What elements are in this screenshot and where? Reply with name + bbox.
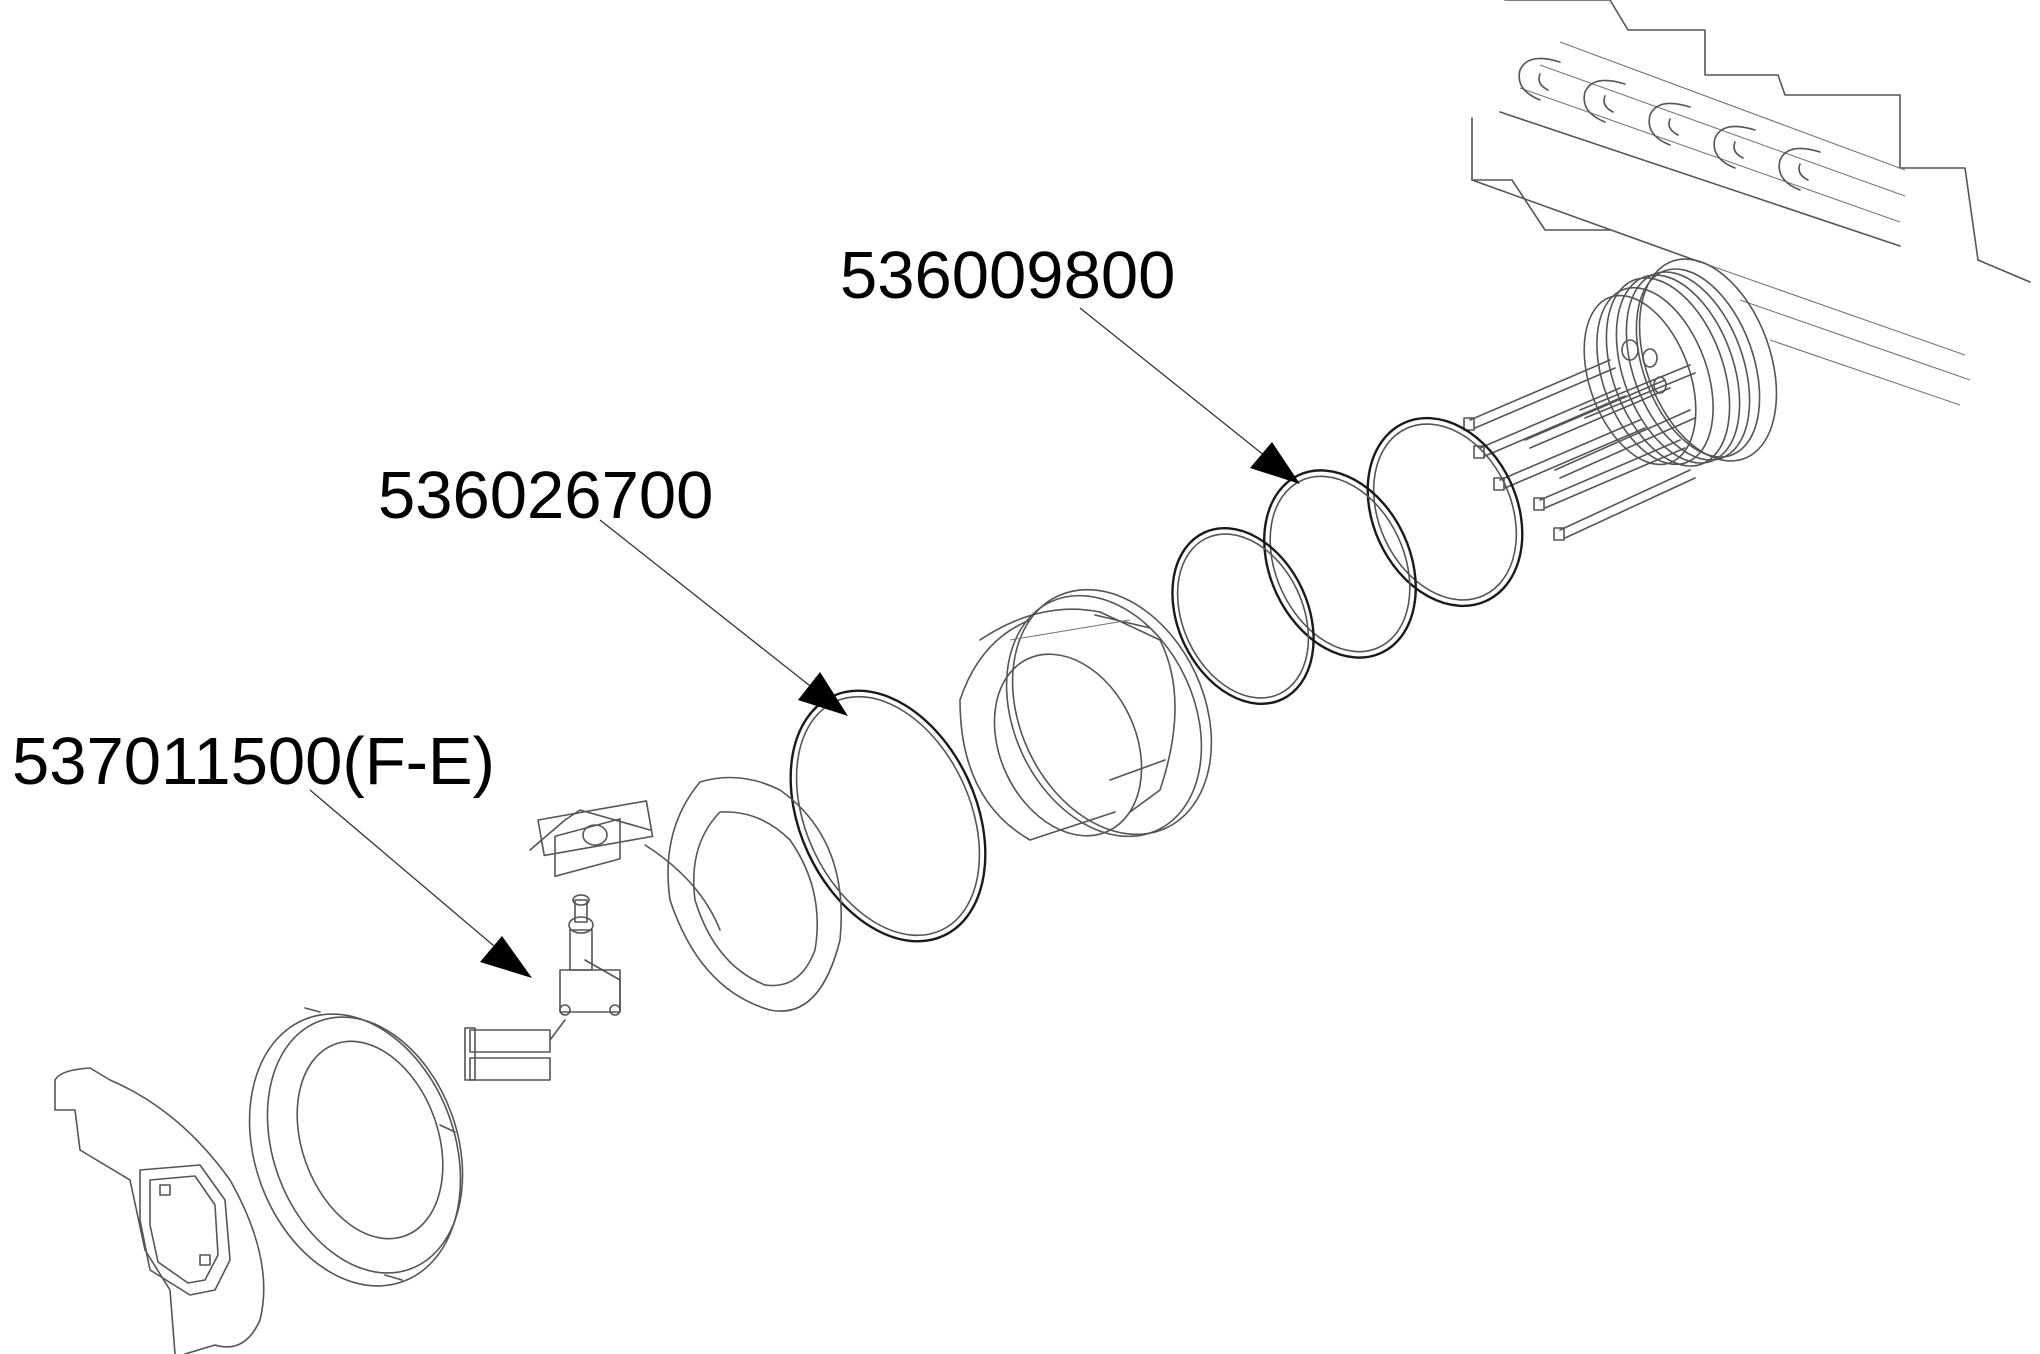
seal-ring-small <box>1263 469 1417 659</box>
heating-element-assembly <box>1463 0 2031 541</box>
mounting-plate <box>54 1067 265 1354</box>
leader-537011500 <box>309 789 532 978</box>
seal-ring-large <box>789 689 987 943</box>
cam-disc <box>529 776 843 1012</box>
micro-switch <box>464 818 621 1081</box>
seal-ring-inner <box>1171 527 1315 705</box>
seal-ring-flange <box>1366 416 1524 608</box>
callout-536026700: 536026700 <box>378 458 713 533</box>
connector-pins <box>1463 359 1696 541</box>
leader-536026700 <box>599 519 848 716</box>
threaded-sleeve <box>959 588 1213 841</box>
leader-536009800 <box>1079 307 1300 484</box>
callout-537011500: 537011500(F-E) <box>12 724 495 799</box>
locking-nut <box>248 1007 464 1287</box>
callout-536009800: 536009800 <box>840 238 1175 313</box>
